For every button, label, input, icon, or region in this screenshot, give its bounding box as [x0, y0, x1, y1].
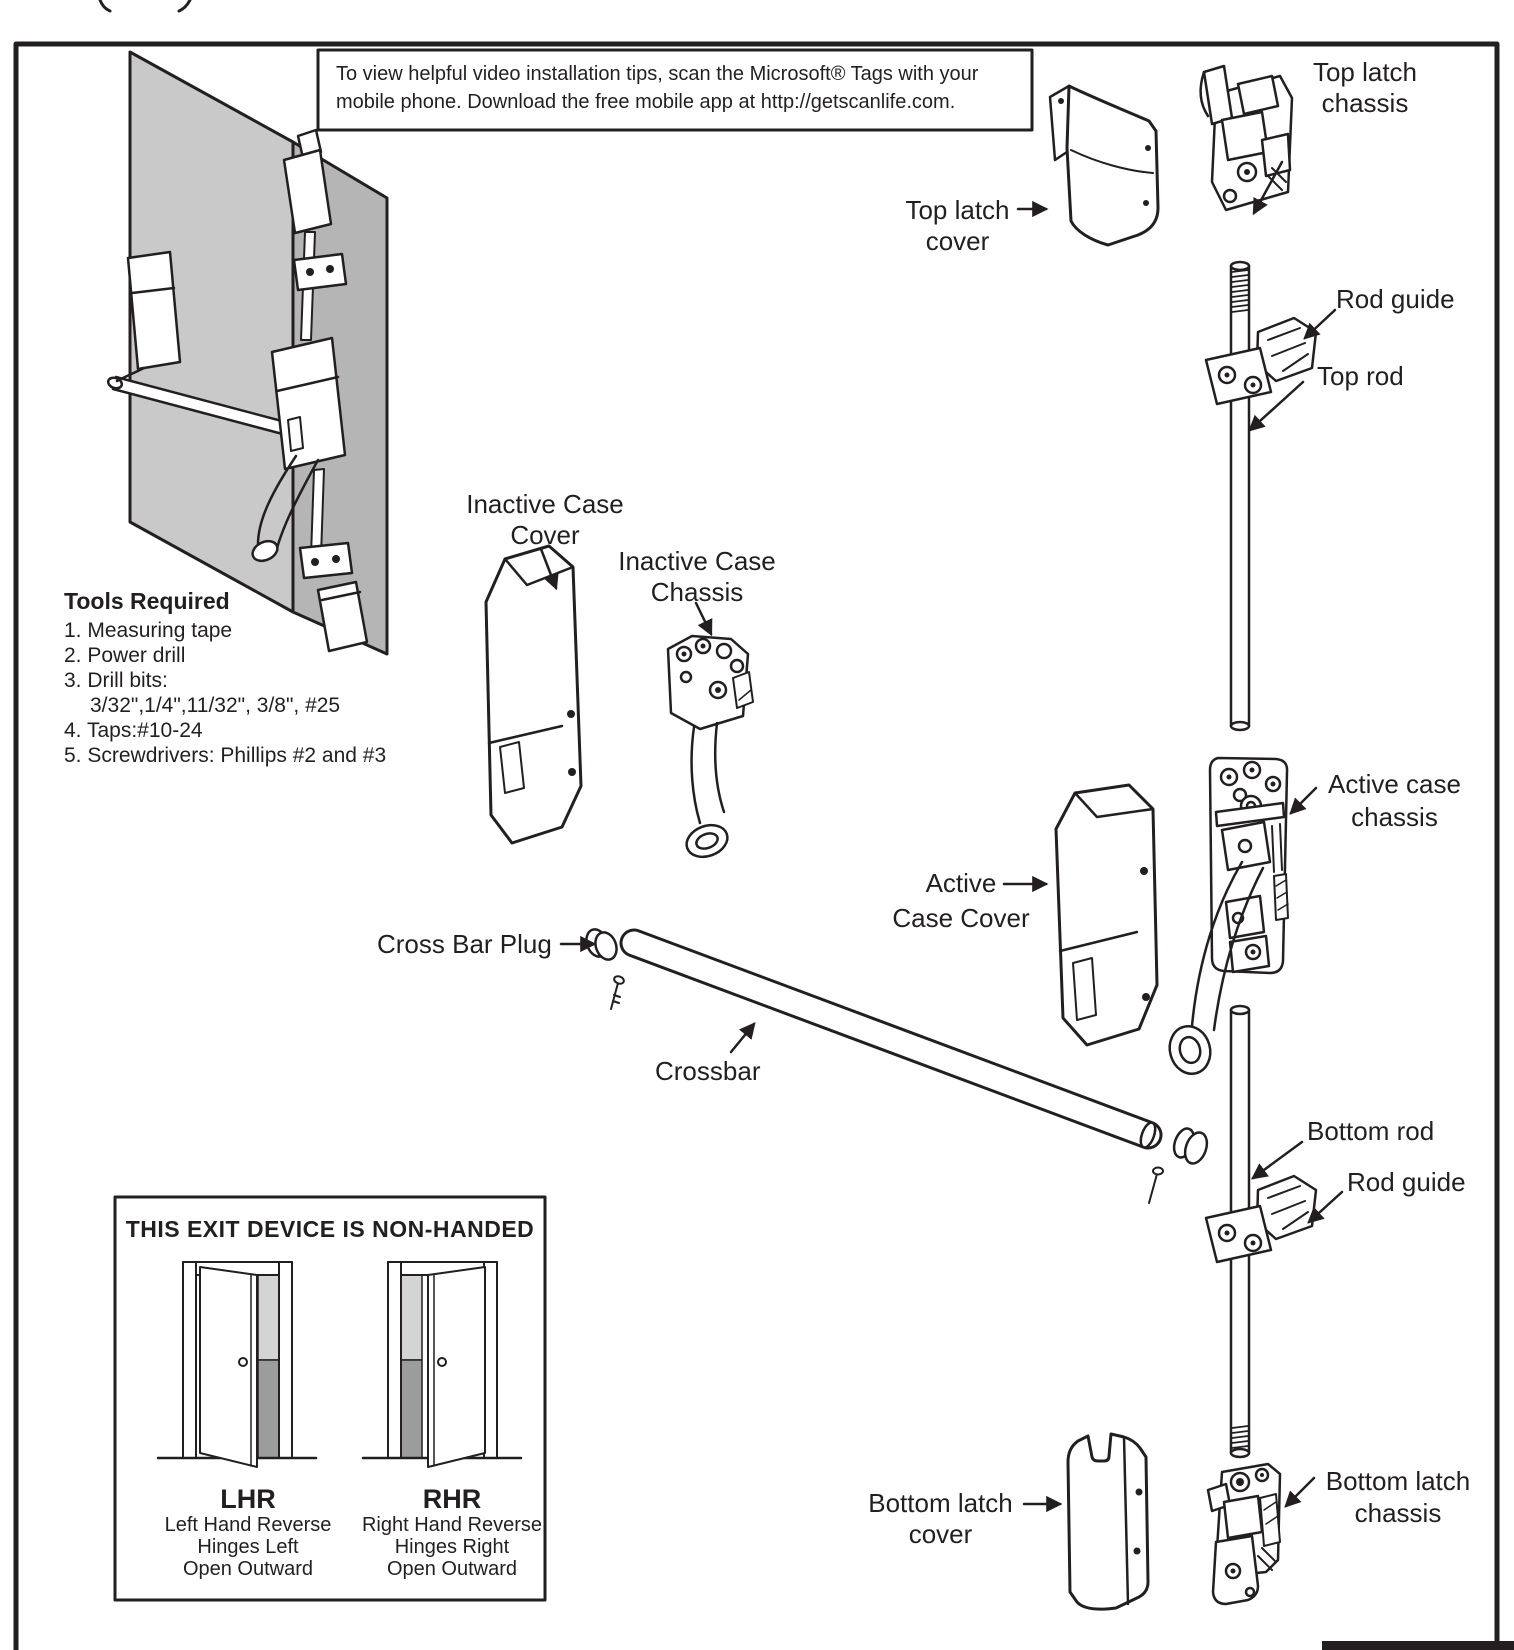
cross-bar-plug-label: Cross Bar Plug — [377, 929, 552, 959]
tools-item: 4. Taps:#10-24 — [64, 719, 203, 742]
door-illustration — [106, 50, 389, 656]
tools-item: 1. Measuring tape — [64, 619, 233, 642]
top-latch-cover-label: Top latch cover — [905, 195, 1010, 256]
lhr-label-block: LHR Left Hand Reverse Hinges Left Open O… — [148, 1484, 348, 1580]
note-box-line1: To view helpful video installation tips,… — [336, 63, 979, 85]
inactive-case-cover-drawing — [484, 544, 583, 845]
bottom-rod-label: Bottom rod — [1307, 1116, 1435, 1146]
bottom-latch-cover-drawing — [1066, 1432, 1150, 1611]
active-case-chassis-label: Active case chassis — [1328, 769, 1461, 832]
rhr-desc: Right Hand Reverse Hinges Right Open Out… — [361, 1514, 543, 1580]
inactive-case-chassis-label: Inactive Case Chassis — [618, 546, 776, 607]
non-handed-title: THIS EXIT DEVICE IS NON-HANDED — [125, 1216, 535, 1242]
rhr-door-diagram — [361, 1261, 523, 1468]
rhr-code: RHR — [422, 1484, 482, 1514]
top-latch-chassis-label: Top latch chassis — [1312, 57, 1418, 118]
tools-required: Tools Required 1. Measuring tape 2. Powe… — [64, 588, 464, 768]
bottom-latch-cover-label: Bottom latch cover — [868, 1488, 1013, 1549]
rod-guide-bottom-label: Rod guide — [1347, 1167, 1466, 1197]
rod-guide-bottom-drawing — [1204, 1174, 1318, 1264]
rod-guide-top-label: Rod guide — [1336, 284, 1455, 314]
note-box-frame — [316, 48, 1034, 132]
top-rod-label: Top rod — [1317, 361, 1404, 391]
top-latch-cover-drawing — [1048, 84, 1160, 247]
active-case-cover-drawing — [1054, 783, 1159, 1047]
tools-item: 5. Screwdrivers: Phillips #2 and #3 — [64, 744, 387, 767]
crossbar-drawing — [585, 928, 1209, 1204]
rod-guide-top-drawing — [1204, 316, 1318, 406]
tools-item: 3. Drill bits: — [64, 669, 168, 692]
active-case-cover-label: Active Case Cover — [892, 868, 1030, 933]
lhr-desc: Left Hand Reverse Hinges Left Open Outwa… — [164, 1514, 332, 1580]
rhr-label-block: RHR Right Hand Reverse Hinges Right Open… — [352, 1484, 552, 1580]
inactive-case-chassis-drawing — [666, 634, 754, 859]
top-rod-drawing — [1229, 260, 1251, 732]
crossbar-label: Crossbar — [655, 1056, 761, 1086]
active-case-chassis-drawing — [1168, 756, 1289, 1076]
inactive-case-cover-label: Inactive Case Cover — [466, 489, 624, 550]
tools-item: 3/32",1/4",11/32", 3/8", #25 — [90, 694, 341, 717]
note-box-line2: mobile phone. Download the free mobile a… — [336, 91, 956, 113]
tools-title: Tools Required — [64, 588, 230, 614]
top-latch-chassis-drawing — [1199, 64, 1294, 212]
tools-item: 2. Power drill — [64, 644, 186, 667]
lhr-code: LHR — [220, 1484, 276, 1514]
lhr-door-diagram — [156, 1261, 318, 1468]
bottom-latch-chassis-label: Bottom latch chassis — [1325, 1466, 1471, 1528]
bottom-latch-chassis-drawing — [1206, 1462, 1282, 1606]
page-border — [13, 0, 1514, 1650]
leader-arrows — [539, 160, 1344, 1513]
